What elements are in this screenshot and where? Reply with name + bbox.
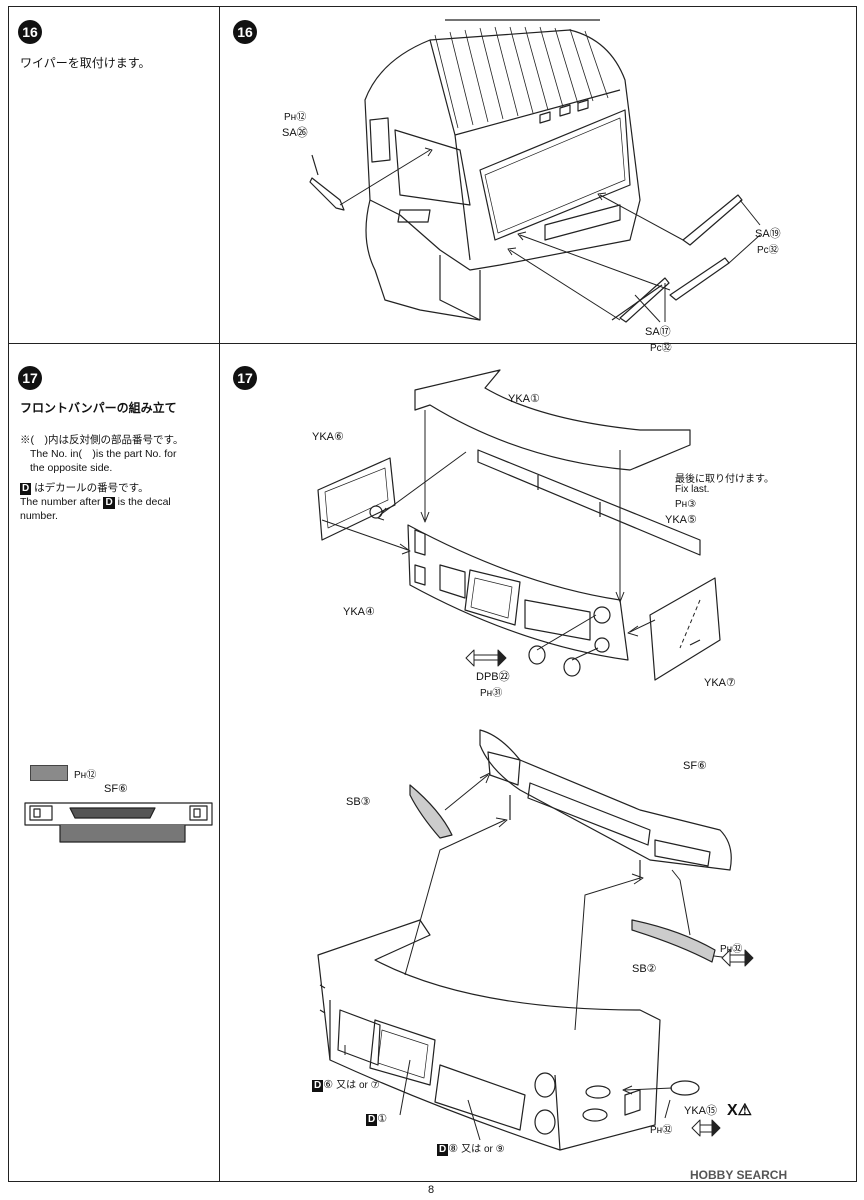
note-decal: D はデカールの番号です。 The number after D is the … bbox=[20, 481, 171, 523]
sf6-left-label: SF⑥ bbox=[104, 783, 128, 795]
label-sb2: SB② bbox=[632, 963, 657, 975]
swatch-paint-label: Pн⑫ bbox=[74, 770, 97, 781]
label-yka7: YKA⑦ bbox=[704, 677, 736, 689]
sb3-part bbox=[409, 784, 453, 839]
decal-box-inline: D bbox=[103, 497, 115, 509]
decal-box: D bbox=[20, 483, 32, 495]
decal-8-or-9: 又は or ⑨ bbox=[461, 1144, 505, 1155]
row-divider bbox=[8, 343, 857, 344]
decal-6-or-7: 又は or ⑦ bbox=[336, 1080, 380, 1091]
step-16-badge: 16 bbox=[18, 20, 42, 44]
step17b-arrows bbox=[344, 772, 754, 1141]
label-ph92-a: Pн㉜ bbox=[720, 944, 743, 955]
sb2-part bbox=[631, 919, 716, 963]
yka5-bar bbox=[477, 449, 701, 556]
note-opposite-en-2: the opposite side. bbox=[30, 462, 113, 474]
label-ph91: Pн㉛ bbox=[480, 688, 503, 699]
step17a-arrows bbox=[321, 410, 701, 667]
sf6-small-part bbox=[24, 802, 213, 843]
label-dpb22: DPB㉒ bbox=[476, 671, 510, 683]
step-16-title: ワイパーを取付けます。 bbox=[20, 56, 151, 70]
wiper-sa26 bbox=[309, 154, 345, 211]
label-ph92-b: Pн㉜ bbox=[650, 1125, 673, 1136]
label-ph3: Pн③ bbox=[675, 499, 697, 510]
note-opposite-side: ※( )内は反対側の部品番号です。 The No. in( )is the pa… bbox=[20, 433, 183, 475]
label-pc92-a: Pc㉜ bbox=[757, 245, 779, 256]
label-x-warning: X⚠ bbox=[727, 1102, 753, 1119]
yka4-part bbox=[407, 524, 629, 661]
label-ph12: Pн⑫ bbox=[284, 112, 307, 123]
paint-swatch bbox=[30, 765, 68, 781]
column-divider bbox=[219, 6, 220, 1182]
label-sa19: SA⑲ bbox=[755, 228, 781, 240]
step-16-diagram-badge: 16 bbox=[233, 20, 257, 44]
watermark: HOBBY SEARCH bbox=[690, 1168, 788, 1182]
label-sb3: SB③ bbox=[346, 796, 371, 808]
wipers-right bbox=[611, 194, 743, 323]
step-17-title: フロントバンパーの組み立て bbox=[20, 401, 177, 415]
yka6-part bbox=[317, 457, 396, 541]
label-yka4: YKA④ bbox=[343, 606, 375, 618]
step-17-diagram-badge: 17 bbox=[233, 366, 257, 390]
dpb-parts bbox=[528, 645, 581, 677]
label-yka5: YKA⑤ bbox=[665, 514, 697, 526]
decal-8-box: D bbox=[437, 1144, 449, 1156]
label-sf6: SF⑥ bbox=[683, 760, 707, 772]
note-decal-jp: はデカールの番号です。 bbox=[34, 482, 149, 494]
step-17-badge: 17 bbox=[18, 366, 42, 390]
note-decal-en-2: is the decal bbox=[117, 496, 171, 508]
decal-6-box: D bbox=[312, 1080, 324, 1092]
note-decal-en-1: The number after bbox=[20, 496, 101, 508]
label-sa26: SA㉖ bbox=[282, 127, 308, 139]
note-opposite-en-1: The No. in( )is the part No. for bbox=[30, 448, 177, 460]
page-number: 8 bbox=[428, 1184, 435, 1196]
yka1-part bbox=[414, 369, 691, 471]
sf6-part bbox=[479, 729, 732, 880]
cab-body bbox=[364, 19, 641, 321]
note-opposite-jp: ※( )内は反対側の部品番号です。 bbox=[20, 434, 184, 446]
label-fix-last-en: Fix last. bbox=[675, 484, 710, 495]
yka7-part bbox=[649, 577, 721, 681]
label-sa17: SA⑰ bbox=[645, 326, 671, 338]
decal-8-number: ⑧ bbox=[448, 1143, 459, 1155]
lower-bumper-body bbox=[317, 919, 661, 1151]
label-yka6: YKA⑥ bbox=[312, 431, 344, 443]
label-fix-last-jp: 最後に取り付けます。 bbox=[675, 474, 774, 485]
decal-1-box: D bbox=[366, 1114, 378, 1126]
label-pc92-b: Pc㉜ bbox=[650, 343, 672, 354]
decal-1-number: ① bbox=[377, 1113, 388, 1125]
label-yka1: YKA① bbox=[508, 393, 540, 405]
step16-arrows bbox=[339, 147, 761, 323]
label-yka15: YKA⑮ bbox=[684, 1105, 718, 1117]
decal-6-number: ⑥ bbox=[323, 1079, 334, 1091]
page-frame bbox=[8, 6, 857, 1182]
yka15-lamp bbox=[670, 1080, 700, 1096]
note-decal-en-3: number. bbox=[20, 510, 58, 522]
